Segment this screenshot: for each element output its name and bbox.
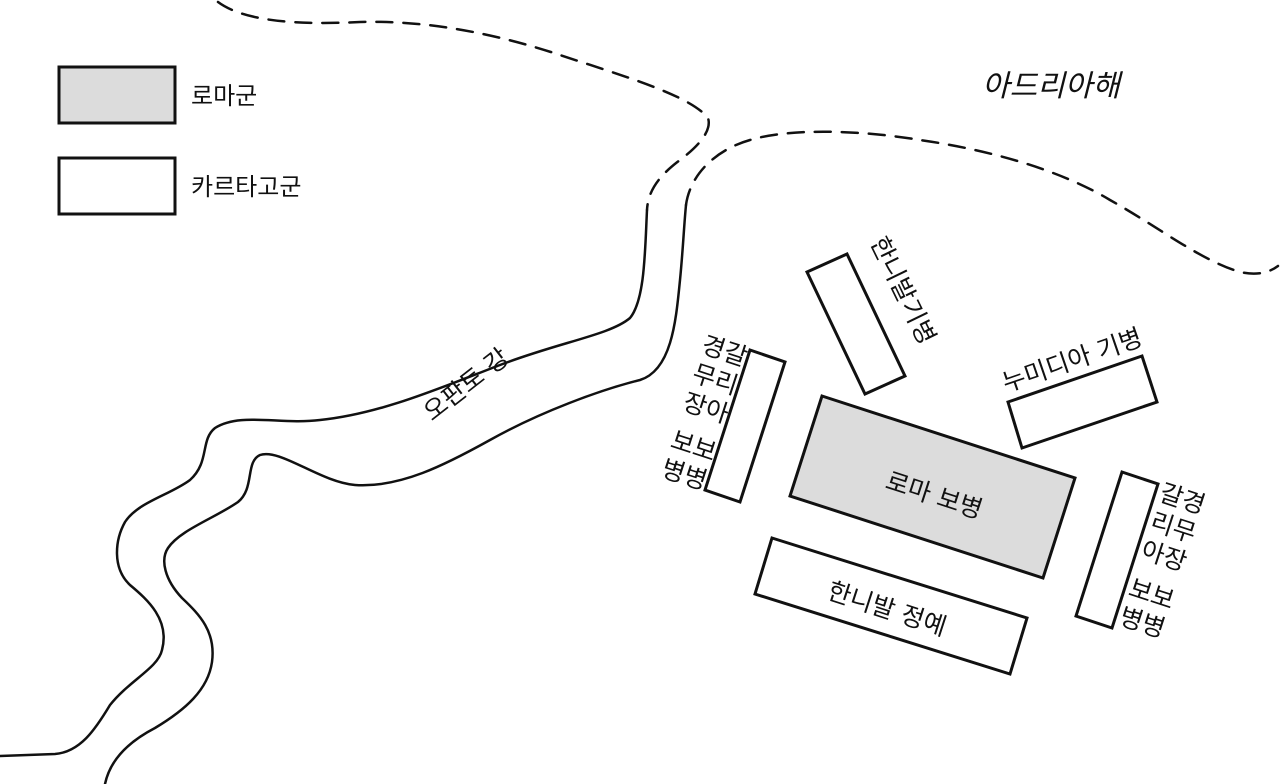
legend-label-carthaginian: 카르타고군 (191, 173, 301, 201)
river-bank-north (0, 208, 649, 758)
unit-left-light-infantry (703, 348, 787, 504)
coastline-north (216, 0, 711, 212)
unit-hannibal-elite (753, 536, 1029, 676)
unit-roman-infantry (788, 394, 1077, 580)
unit-hannibal-cavalry (804, 252, 908, 396)
sea-label: 아드리아해 (982, 69, 1123, 104)
legend-label-roman: 로마군 (191, 82, 257, 110)
legend-swatch-carthaginian (57, 156, 177, 216)
unit-numidian-cavalry (1006, 354, 1159, 450)
coastline-east (684, 130, 1280, 275)
river-bank-south (103, 203, 688, 784)
label-hannibal-cavalry-line1: 한니발 (865, 232, 921, 307)
unit-right-light-infantry (1074, 470, 1160, 630)
legend-swatch-roman (57, 65, 177, 125)
river-label: 오판토 강 (418, 342, 515, 426)
